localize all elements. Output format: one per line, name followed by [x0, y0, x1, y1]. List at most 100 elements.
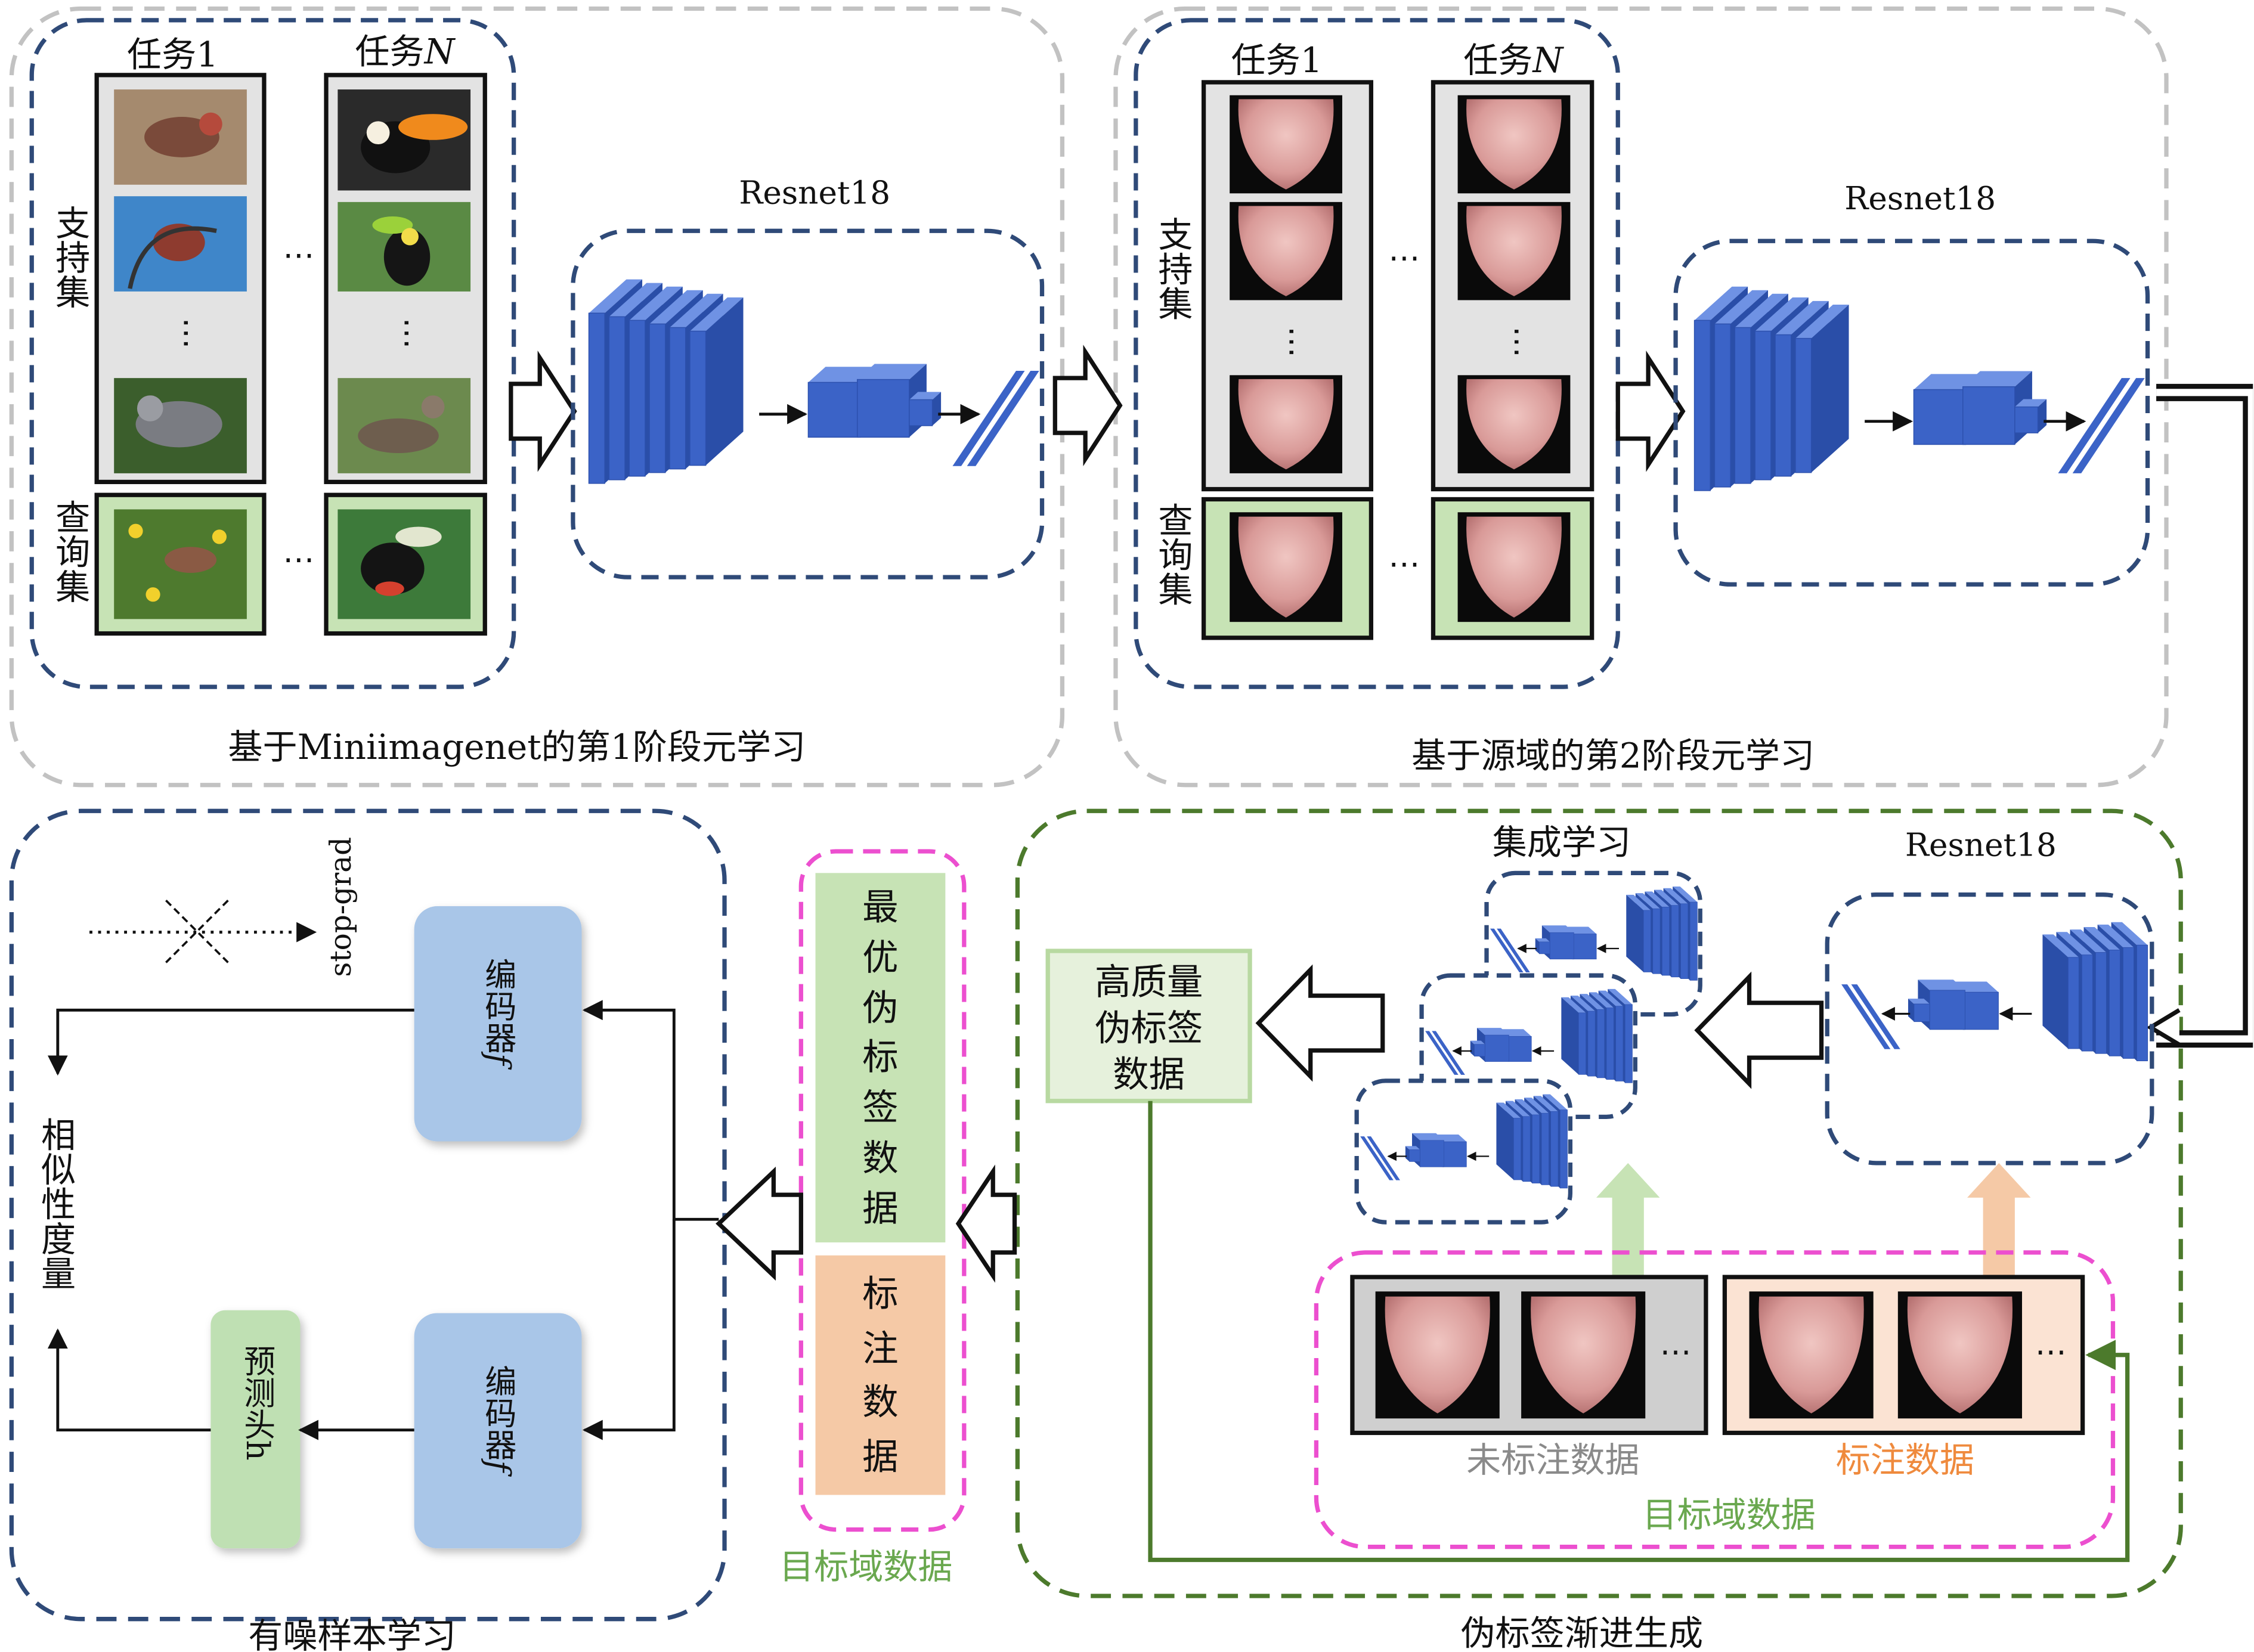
ellipsis-mark: ⋯ — [1499, 326, 1536, 358]
ellipsis-mark: ⋯ — [1388, 545, 1420, 582]
stage1-task1-title: 任务1 — [126, 35, 219, 75]
block-top — [1543, 1094, 1568, 1110]
text-char: 签 — [862, 1087, 899, 1129]
block-front — [1550, 1111, 1559, 1187]
stage1-taskN-title: 任务N — [355, 35, 454, 69]
block-top — [670, 293, 723, 328]
pseudo-target-domain-label: 目标域数据 — [1642, 1495, 1816, 1536]
block-top — [609, 283, 662, 317]
text-line: 伪标签 — [1094, 1006, 1203, 1049]
stage1-query-label: 查询集 — [49, 499, 90, 603]
block-side — [705, 297, 744, 466]
fc-layer — [1367, 1136, 1400, 1180]
stage1-support-label: 支持集 — [49, 204, 90, 309]
block-front — [669, 327, 686, 470]
block-top — [1755, 297, 1809, 331]
block-front — [1539, 941, 1550, 954]
block-front — [1409, 1149, 1420, 1162]
block-top — [1598, 990, 1623, 1006]
block-front — [1662, 907, 1670, 976]
block-front — [2095, 952, 2107, 1054]
text-char: 据 — [862, 1435, 899, 1477]
block-top — [1635, 893, 1661, 909]
bird-photo — [338, 509, 471, 619]
ellipsis-mark: ⋯ — [168, 317, 205, 349]
tongue-shape — [1385, 1296, 1490, 1414]
block-top — [2070, 929, 2107, 953]
labeled-data-label: 标注数据 — [1835, 1440, 1975, 1481]
block-front — [628, 320, 646, 477]
block-top — [1673, 886, 1698, 903]
block-side — [1811, 304, 1849, 473]
bird-photo — [114, 89, 247, 185]
tongue-shape — [1466, 99, 1562, 190]
block-front — [1962, 991, 1999, 1030]
block-front — [1484, 1034, 1509, 1062]
bird-photo — [114, 196, 247, 292]
hollow-arrow — [1615, 350, 1686, 472]
block-side — [2042, 934, 2069, 1049]
fc-layer — [2058, 378, 2131, 473]
bird-photo — [338, 89, 471, 191]
block-top — [1775, 300, 1829, 335]
bird-photo — [338, 202, 471, 292]
block-front — [2122, 947, 2135, 1059]
block-top — [1506, 1101, 1531, 1117]
block-front — [909, 399, 933, 426]
block-front — [1522, 1116, 1531, 1182]
block-side — [932, 392, 942, 426]
ellipsis-mark: ⋯ — [389, 317, 426, 349]
text-char: 优 — [862, 936, 899, 978]
block-front — [689, 330, 707, 466]
tongue-photo-group — [1375, 1291, 2022, 1419]
encoder-box-bottom — [414, 1313, 582, 1549]
block-top — [1626, 894, 1651, 910]
stage1-network-label: Resnet18 — [739, 176, 891, 212]
resnet18-blocks — [1693, 286, 2145, 491]
encoder-to-similarity-line — [47, 1008, 414, 1076]
text-char: 据 — [862, 1187, 899, 1230]
fc-layer — [1497, 928, 1530, 973]
prediction-head-box — [210, 1310, 301, 1549]
bird-photo — [338, 378, 471, 473]
fc-layer — [967, 371, 1039, 466]
task-title-prefix: 任务 — [1463, 40, 1533, 81]
hollow-arrow — [1255, 964, 1385, 1082]
block-top — [1908, 999, 1930, 1005]
block-top — [2111, 922, 2148, 946]
block-front — [1606, 1008, 1614, 1080]
stage2-support-label: 支持集 — [1151, 216, 1193, 321]
labeled-data-text: 标 注 数 据 — [816, 1267, 946, 1483]
pseudo-label-frame — [1015, 808, 2183, 1598]
block-side — [1496, 1102, 1514, 1180]
block-front — [2014, 406, 2039, 433]
text-char: 标 — [862, 1273, 899, 1315]
block-front — [1734, 327, 1751, 484]
block-front — [1693, 320, 1711, 491]
block-top — [1795, 304, 1849, 339]
block-front — [2136, 944, 2148, 1061]
block-top — [1645, 891, 1670, 907]
noisy-learning-frame — [9, 808, 727, 1622]
block-top — [1570, 995, 1596, 1012]
block-front — [2081, 954, 2093, 1052]
block-top — [1405, 1146, 1420, 1150]
stage1-task-frame — [29, 18, 516, 689]
tongue-shape — [1238, 99, 1334, 190]
text-char: 数 — [862, 1381, 899, 1424]
hollow-arrow — [955, 1164, 1017, 1283]
text-char: 注 — [862, 1327, 899, 1369]
noisy-caption: 有噪样本学习 — [248, 1616, 456, 1652]
block-side — [1405, 1146, 1410, 1162]
resnet18-blocks — [588, 279, 1039, 484]
bird-photo — [114, 378, 247, 473]
encoder-var: f — [479, 1053, 516, 1065]
text-char: 数 — [862, 1137, 899, 1179]
tongue-shape — [1466, 516, 1562, 618]
block-top — [1561, 997, 1586, 1013]
block-top — [1541, 925, 1574, 933]
resnet-block — [1490, 886, 1698, 981]
stage1-caption: 基于Miniimagenet的第1阶段元学习 — [228, 727, 806, 768]
ellipsis-mark: ⋯ — [283, 236, 314, 273]
